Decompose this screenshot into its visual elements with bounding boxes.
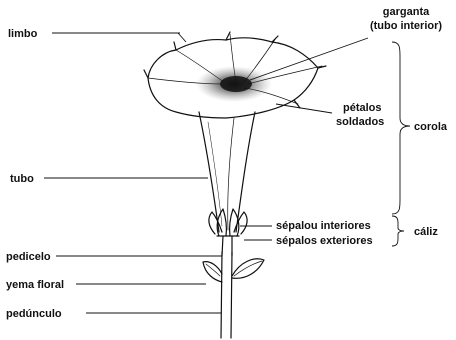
label-yema-floral: yema floral: [6, 279, 64, 291]
corola-brace: [392, 42, 410, 214]
floral-bud-shape: [203, 262, 222, 282]
caliz-brace: [392, 216, 404, 246]
flower-illustration: [144, 32, 326, 338]
label-limbo: limbo: [8, 28, 38, 40]
label-pedunculo: pedúnculo: [6, 308, 62, 320]
label-garganta-sub: (tubo interior): [370, 20, 442, 32]
corolla-tube-shape: [199, 112, 255, 232]
label-garganta: garganta: [383, 6, 430, 18]
label-corola: corola: [414, 121, 448, 133]
label-caliz: cáliz: [414, 226, 438, 238]
peduncle-shape: [221, 252, 232, 338]
label-petalos: pétalos: [343, 102, 382, 114]
label-sepalos-interiores: sépalou interiores: [276, 220, 371, 232]
pedicel-shape: [222, 236, 232, 256]
label-soldados: soldados: [336, 116, 384, 128]
label-tubo: tubo: [10, 173, 34, 185]
label-sepalos-exteriores: sépalos exteriores: [276, 235, 373, 247]
label-pedicelo: pedicelo: [6, 251, 51, 263]
